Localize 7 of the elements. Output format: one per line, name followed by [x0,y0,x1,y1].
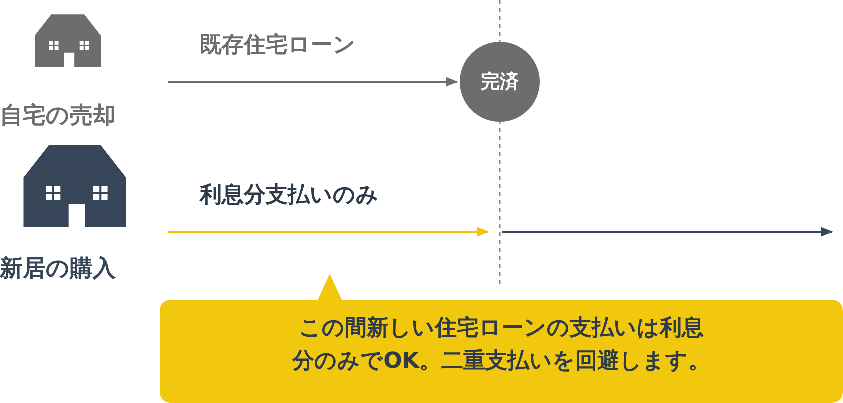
arrow [168,227,490,237]
caption-text: 新居の購入 [0,255,116,284]
caption-text: 自宅の売却 [0,102,116,131]
callout-text: この間新しい住宅ローンの支払いは利息分のみでOK。二重支払いを回避します。 [291,314,712,376]
callout-bubble [160,274,843,403]
status-text: 完済 [481,70,519,95]
arrow [168,77,458,87]
